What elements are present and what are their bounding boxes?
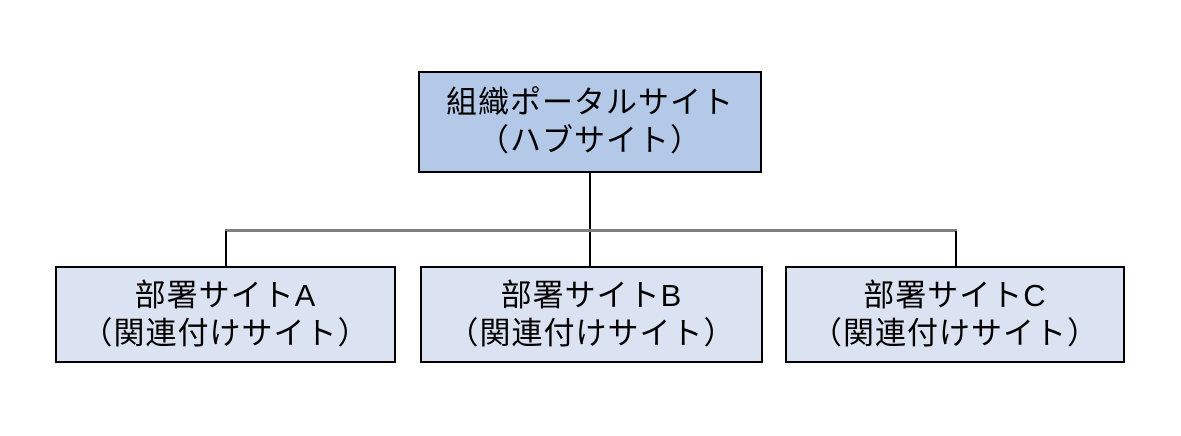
connector-site-a-vertical [225, 231, 227, 266]
dept-site-c-subtitle: （関連付けサイト） [811, 315, 1099, 351]
dept-site-b-subtitle: （関連付けサイト） [447, 315, 736, 351]
connector-horizontal [225, 229, 957, 232]
dept-site-a-box: 部署サイトA （関連付けサイト） [55, 266, 396, 363]
dept-site-a-subtitle: （関連付けサイト） [81, 315, 370, 351]
dept-site-b-box: 部署サイトB （関連付けサイト） [420, 266, 763, 363]
dept-site-c-name: 部署サイトC [863, 277, 1047, 313]
dept-site-c-box: 部署サイトC （関連付けサイト） [785, 266, 1125, 363]
dept-site-a-name: 部署サイトA [134, 277, 317, 313]
hub-site-box: 組織ポータルサイト （ハブサイト） [418, 71, 762, 173]
hub-site-subtitle: （ハブサイト） [478, 123, 702, 158]
connector-site-c-vertical [955, 231, 957, 266]
connector-hub-vertical [589, 173, 591, 266]
dept-site-b-name: 部署サイトB [500, 277, 683, 313]
hub-site-name: 組織ポータルサイト [446, 85, 734, 120]
